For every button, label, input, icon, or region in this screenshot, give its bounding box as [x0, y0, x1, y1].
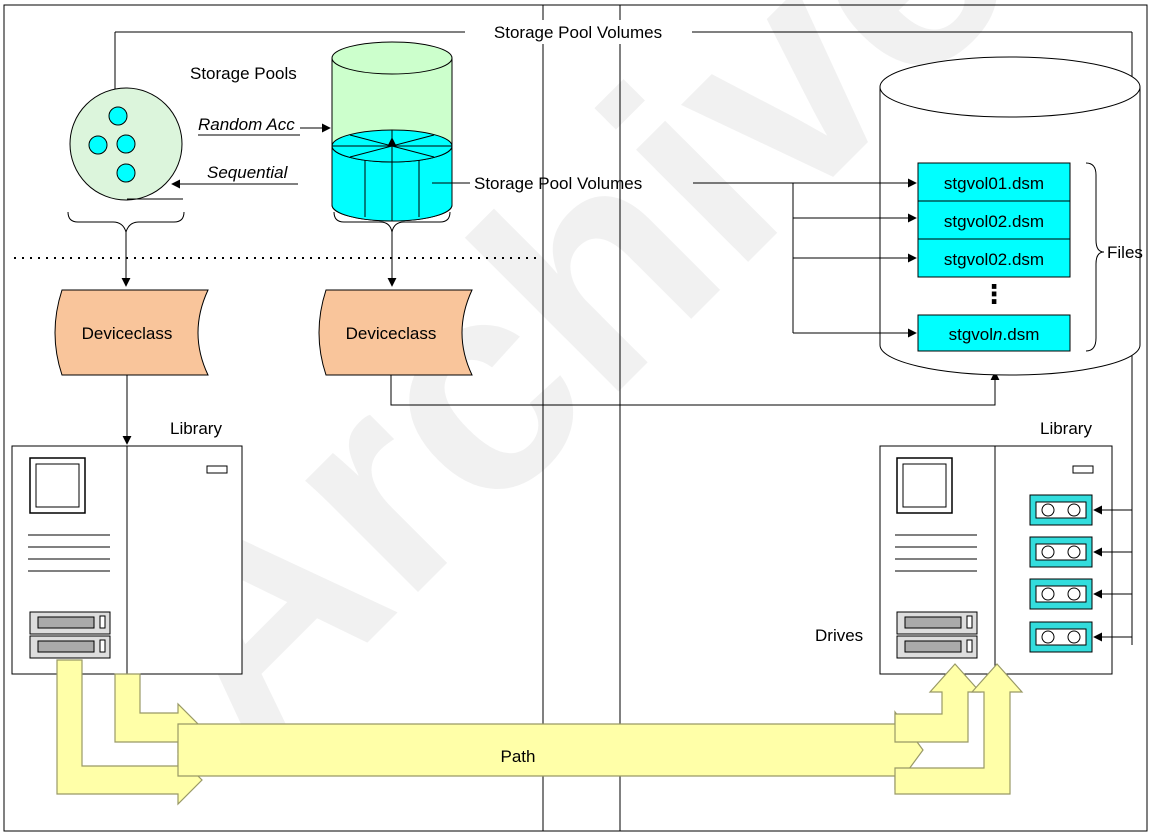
path-arrows: [56, 659, 1024, 806]
volume-file-2: [917, 200, 1071, 240]
volume-dot: [88, 135, 108, 155]
volume-dot: [116, 134, 136, 154]
storage-pools-label: Storage Pools: [190, 64, 297, 83]
tape-slot-2: [1029, 536, 1093, 568]
volume-dot: [116, 163, 136, 183]
drives-label: Drives: [815, 626, 863, 645]
tape-slot-1: [1029, 494, 1093, 526]
library-left-label: Library: [170, 419, 222, 438]
storage-pool-volumes-top-label: Storage Pool Volumes: [494, 23, 662, 42]
deviceclass-right-label: Deviceclass: [346, 324, 437, 343]
outer-frame: [3, 4, 1148, 832]
library-left: [11, 445, 243, 675]
volume-file-2-label: stgvol02.dsm: [944, 212, 1044, 231]
files-label: Files: [1107, 243, 1143, 262]
library-right-label: Library: [1040, 419, 1092, 438]
volume-file-3: [917, 238, 1071, 278]
sequential-label: Sequential: [207, 163, 289, 182]
deviceclass-left-shape: [54, 289, 209, 376]
volume-file-3-label: stgvol02.dsm: [944, 250, 1044, 269]
volume-dot: [108, 106, 128, 126]
deviceclass-left-label: Deviceclass: [82, 324, 173, 343]
tape-slot-3: [1029, 578, 1093, 610]
random-access-label: Random Acc: [198, 115, 295, 134]
volume-file-n-label: stgvoln.dsm: [949, 325, 1040, 344]
tape-slot-4: [1029, 621, 1093, 653]
library-right: [879, 445, 1113, 675]
volume-file-1: [917, 162, 1071, 202]
volume-file-n: [917, 314, 1071, 352]
storage-pool-volumes-mid-label: Storage Pool Volumes: [474, 174, 642, 193]
volume-file-1-label: stgvol01.dsm: [944, 174, 1044, 193]
deviceclass-right-shape: [318, 289, 473, 376]
ellipsis-dots: ⋮: [981, 279, 1007, 309]
random-access-pool-cylinder: [331, 41, 453, 222]
path-label: Path: [501, 747, 536, 766]
